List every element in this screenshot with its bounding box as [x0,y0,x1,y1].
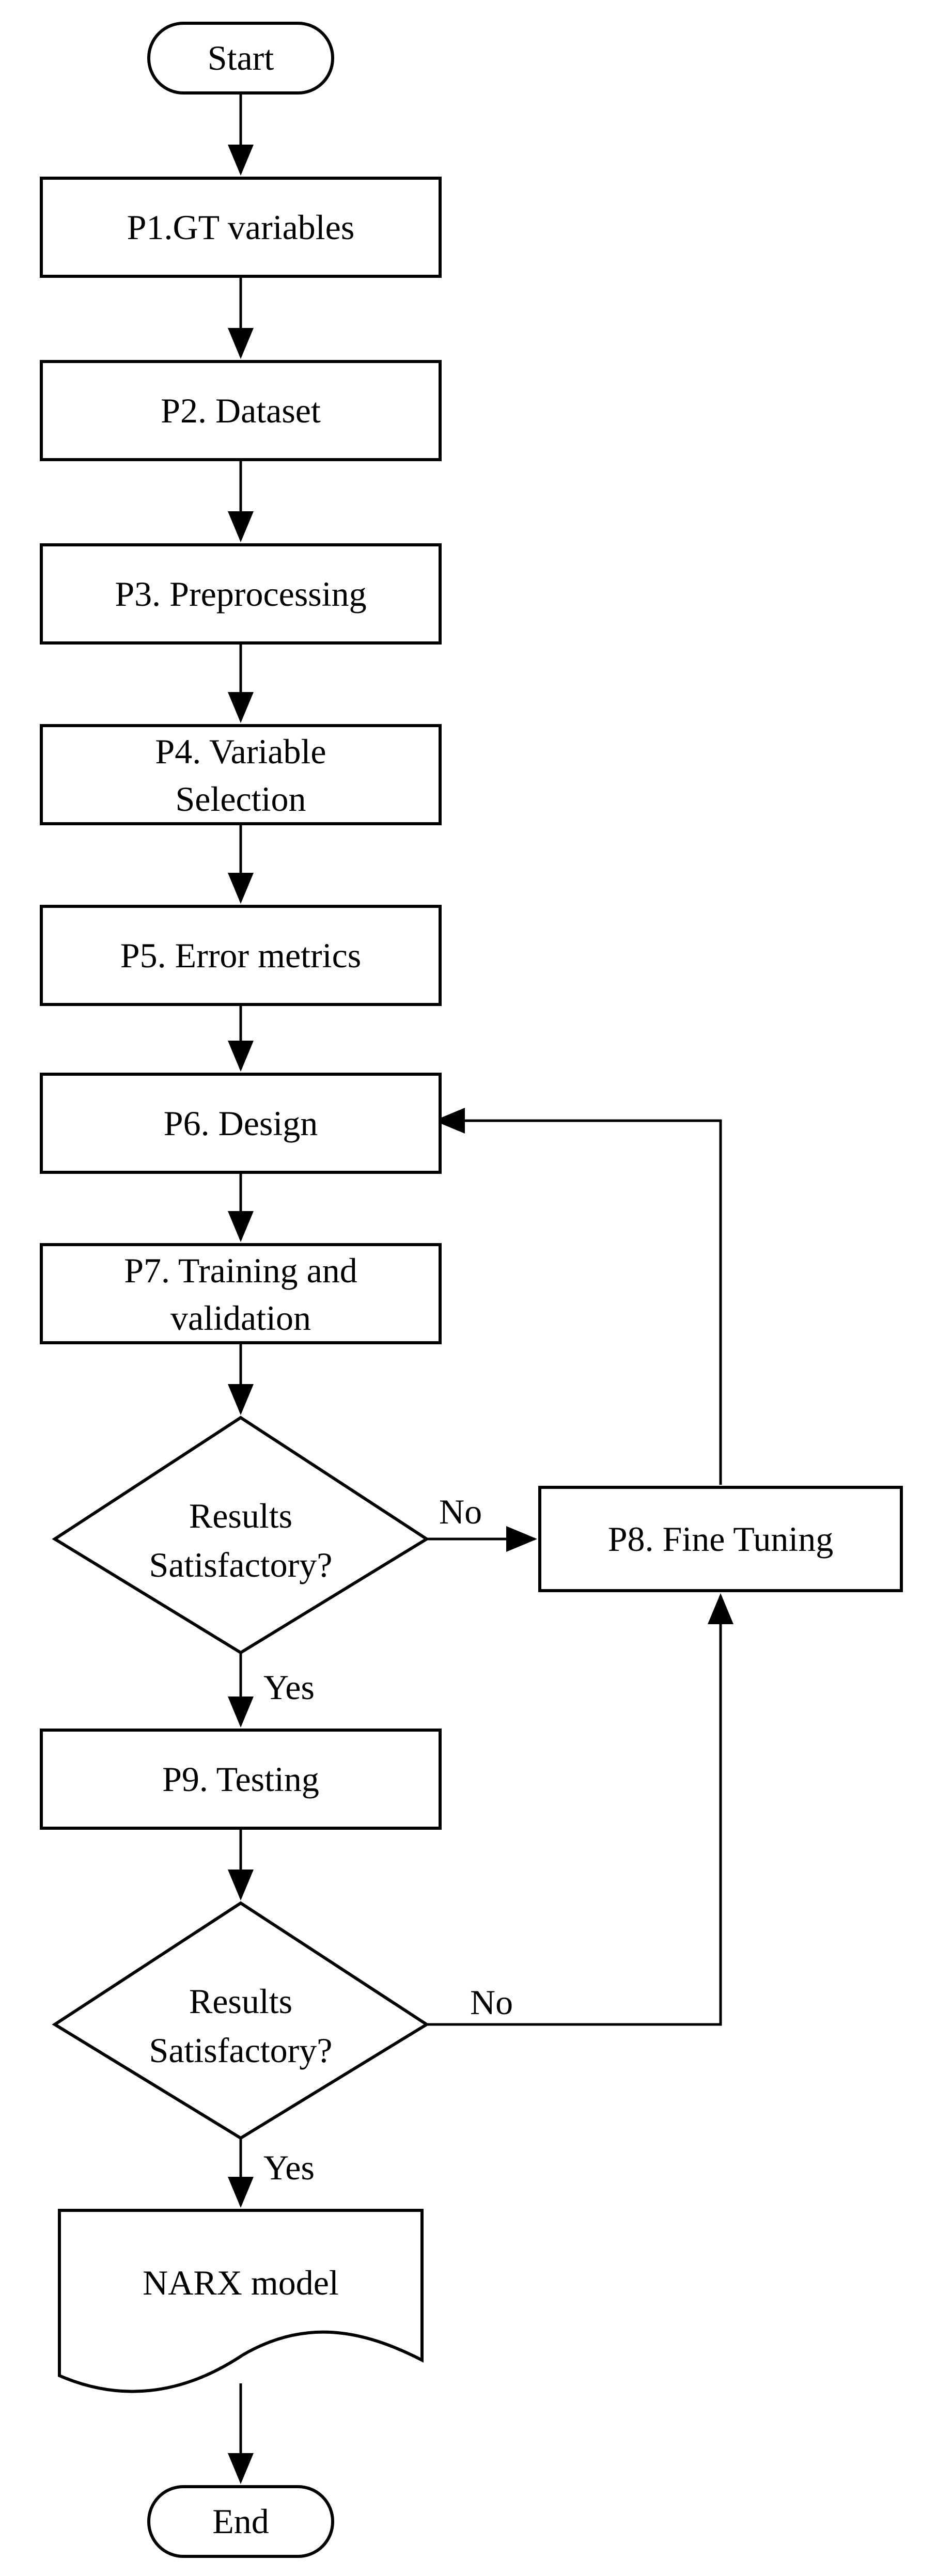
p8-label: P8. Fine Tuning [608,1519,834,1559]
end-label: End [212,2502,269,2541]
decision2-label-line2: Satisfactory? [149,2031,333,2070]
p1-label: P1.GT variables [127,208,355,247]
p7-box [40,1243,442,1344]
p5-box [40,905,442,1006]
start-terminal [147,22,334,95]
edges [228,93,733,2484]
edge-labels: No Yes No Yes [263,1492,513,2187]
p2-label: P2. Dataset [161,391,321,430]
edge-p8-to-p6 [434,1108,722,1485]
p5-node: P5. Error metrics [40,905,442,1006]
p9-node: P9. Testing [40,1729,442,1830]
p4-label-line1: P4. Variable [155,732,326,771]
output-label: NARX model [143,2263,339,2302]
edge-decision2-to-p8 [427,1593,733,2026]
decision2-no-label: No [470,1983,513,2022]
decision1-yes-label: Yes [263,1668,315,1707]
p4-node: P4. Variable Selection [40,724,442,825]
decision1-node: Results Satisfactory? [52,1416,430,1655]
p1-node: P1.GT variables [40,177,442,278]
p7-label-line2: validation [170,1298,311,1338]
decision1-label-line1: Results [189,1496,292,1535]
p8-box [538,1486,903,1592]
p2-box [40,360,442,461]
decision2-yes-label: Yes [263,2148,315,2187]
decision2-label-line1: Results [189,1982,292,2021]
decision1-diamond [52,1416,430,1655]
p3-node: P3. Preprocessing [40,543,442,645]
output-node: NARX model [58,2209,424,2393]
p4-label-line2: Selection [175,779,306,819]
output-document-shape [58,2209,424,2393]
p8-node: P8. Fine Tuning [538,1486,903,1592]
p4-box [40,724,442,825]
p6-node: P6. Design [40,1073,442,1174]
p3-box [40,543,442,645]
p9-box [40,1729,442,1830]
decision1-label-line2: Satisfactory? [149,1545,333,1584]
start-node: Start [147,22,334,95]
end-node: End [147,2485,334,2558]
p6-box [40,1073,442,1174]
p3-label: P3. Preprocessing [115,574,366,614]
p7-label-line1: P7. Training and [124,1251,357,1290]
p7-node: P7. Training and validation [40,1243,442,1344]
p6-label: P6. Design [164,1104,318,1143]
p1-box [40,177,442,278]
end-terminal [147,2485,334,2558]
decision1-no-label: No [439,1492,482,1531]
p5-label: P5. Error metrics [120,936,361,975]
p9-label: P9. Testing [162,1760,319,1799]
start-label: Start [208,38,274,77]
decision2-diamond [52,1901,430,2140]
decision2-node: Results Satisfactory? [52,1901,430,2140]
p2-node: P2. Dataset [40,360,442,461]
